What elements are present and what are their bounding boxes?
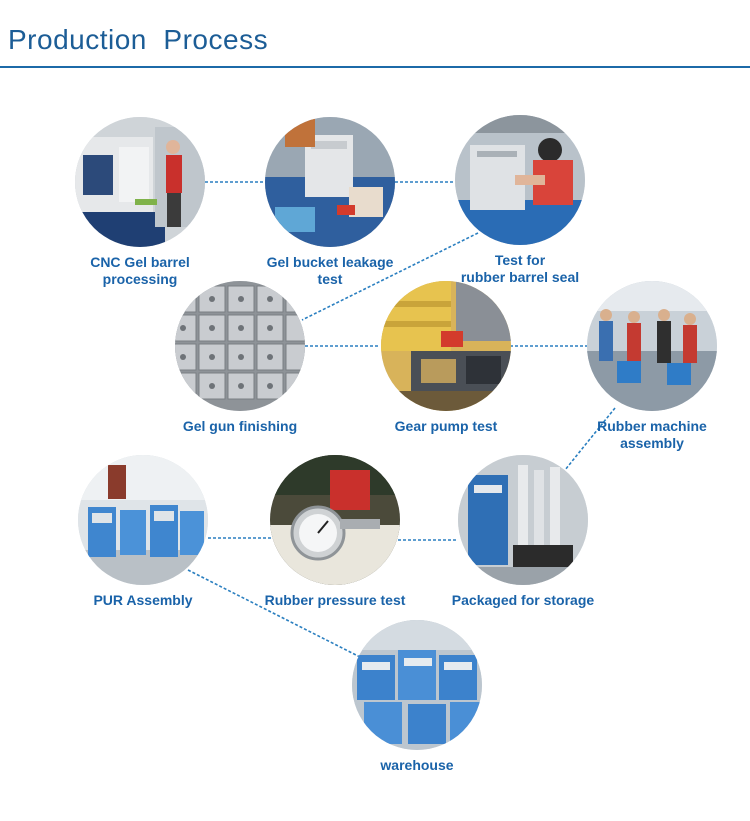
step-label: Gel gun finishing bbox=[182, 418, 298, 434]
title-underline bbox=[0, 66, 750, 68]
page-title: Production Process bbox=[8, 24, 269, 55]
photo-pressure-test bbox=[270, 455, 400, 585]
connector-pur-warehouse bbox=[187, 569, 361, 658]
page-header: Production Process bbox=[0, 0, 750, 70]
step-label: Packaged for storage bbox=[451, 592, 595, 608]
step-label: Rubber pressure test bbox=[264, 592, 406, 608]
photo-packaged-storage bbox=[458, 455, 588, 585]
photo-gun-finishing bbox=[175, 281, 305, 411]
connector-seal-finishing bbox=[301, 232, 479, 321]
step-label: warehouse bbox=[380, 757, 454, 773]
photo-seal-test bbox=[455, 115, 585, 245]
photo-gear-pump-test bbox=[381, 281, 511, 411]
photo-pur-assembly bbox=[78, 455, 208, 585]
step-label: Gear pump test bbox=[394, 418, 498, 434]
step-label: PUR Assembly bbox=[93, 592, 193, 608]
connector-machine-packaged bbox=[564, 407, 616, 471]
photo-machine-assembly bbox=[587, 281, 717, 411]
photo-warehouse bbox=[352, 620, 482, 750]
photo-leakage-test bbox=[265, 117, 395, 247]
photo-cnc-machine bbox=[75, 117, 205, 247]
